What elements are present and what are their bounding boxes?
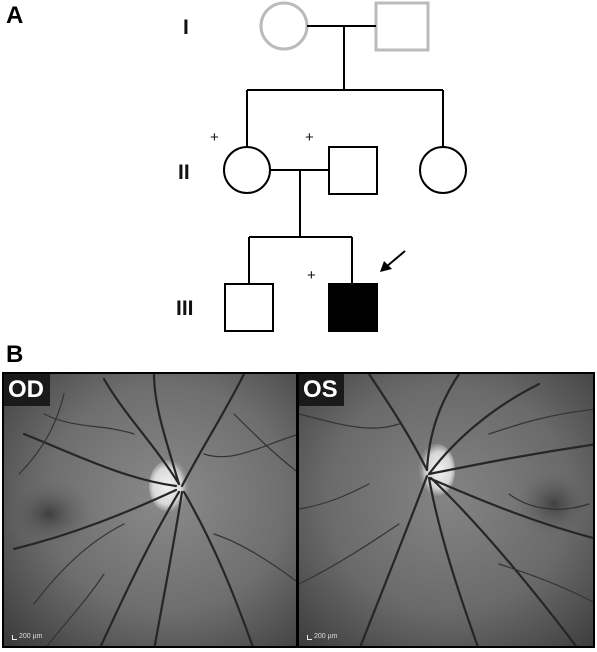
carrier-mark-father: + (305, 129, 314, 146)
gen2-female-carrier (223, 146, 271, 194)
gen3-male-unaffected (224, 283, 274, 332)
panel-a-label: A (6, 2, 24, 29)
eye-label-os: OS (299, 374, 344, 406)
fundus-image-os: OS 200 µm (297, 372, 595, 648)
scale-bar-os: 200 µm (307, 633, 338, 640)
scale-bar-od: 200 µm (12, 633, 43, 640)
gen1-female (259, 1, 309, 51)
carrier-mark-mother: + (210, 129, 219, 146)
gen2-male-carrier (328, 146, 378, 195)
panel-b-label: B (6, 341, 24, 368)
scale-bar-os-text: 200 µm (314, 633, 338, 640)
generation-label-2: II (178, 161, 190, 184)
gen1-male (374, 1, 430, 52)
fundus-image-od: OD 200 µm (2, 372, 298, 648)
pedigree-chart (223, 1, 467, 332)
fundus-od-picture (4, 374, 296, 646)
carrier-mark-proband: + (307, 267, 316, 284)
scale-tick-icon (307, 635, 312, 640)
gen2-female-sibling (419, 146, 467, 194)
scale-bar-od-text: 200 µm (19, 633, 43, 640)
proband-arrow-icon (380, 250, 406, 272)
gen3-male-proband-affected (328, 283, 378, 332)
generation-label-1: I (183, 16, 189, 39)
eye-label-od: OD (4, 374, 50, 406)
scale-tick-icon (12, 635, 17, 640)
fundus-os-picture (299, 374, 593, 646)
generation-label-3: III (176, 297, 194, 320)
